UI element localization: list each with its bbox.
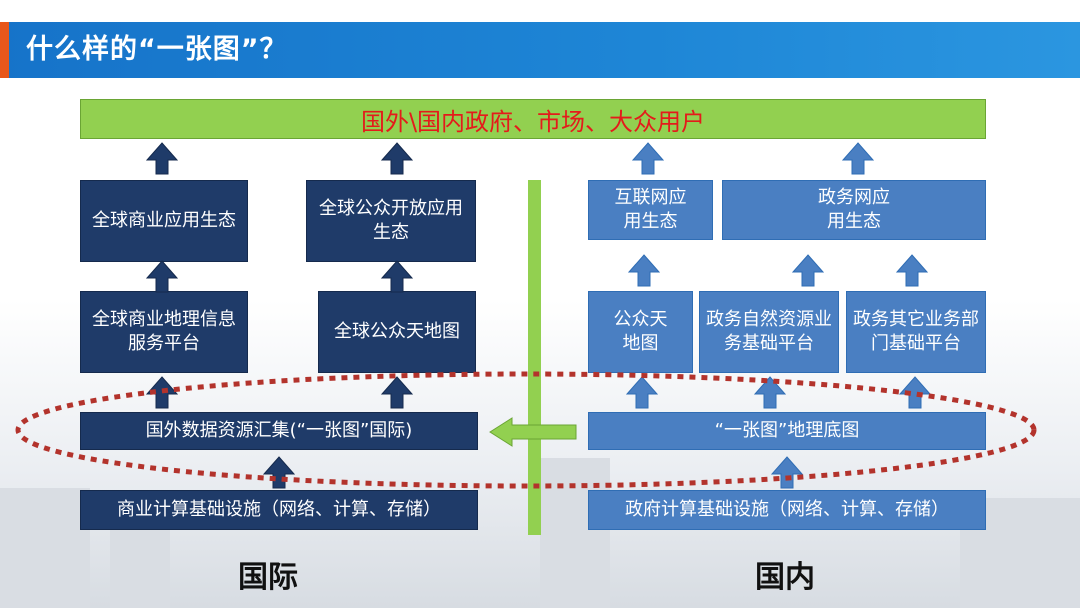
page-title: 什么样的“一张图”？ bbox=[26, 34, 288, 65]
title-accent bbox=[0, 22, 9, 78]
arrow-up-icon bbox=[381, 142, 413, 175]
arrow-up-icon bbox=[771, 456, 803, 489]
global-public-tianditu: 全球公众天地图 bbox=[318, 291, 476, 373]
gov-natural-resources-platform: 政务自然资源业务基础平台 bbox=[699, 291, 839, 373]
arrow-up-icon bbox=[263, 456, 295, 489]
arrow-up-icon bbox=[146, 260, 178, 293]
gov-app-ecosystem: 政务网应用生态 bbox=[722, 180, 986, 240]
dotted-ellipse bbox=[15, 371, 1037, 489]
global-commercial-geo-platform: 全球商业地理信息服务平台 bbox=[80, 291, 248, 373]
basemap-one-map: “一张图”地理底图 bbox=[588, 412, 986, 450]
gov-other-departments-platform: 政务其它业务部门基础平台 bbox=[846, 291, 986, 373]
center-divider bbox=[528, 180, 541, 535]
arrow-up-icon bbox=[632, 142, 664, 175]
global-commercial-app-ecosystem: 全球商业应用生态 bbox=[80, 180, 248, 262]
background-building bbox=[110, 518, 170, 608]
label-international: 国际 bbox=[238, 560, 298, 595]
foreign-data-collection: 国外数据资源汇集(“一张图”国际) bbox=[80, 412, 478, 450]
arrow-up-icon bbox=[842, 142, 874, 175]
label-domestic: 国内 bbox=[755, 560, 815, 595]
global-public-app-ecosystem: 全球公众开放应用生态 bbox=[306, 180, 476, 262]
arrow-up-icon bbox=[792, 254, 824, 287]
arrow-up-icon bbox=[381, 376, 413, 409]
arrow-left-icon bbox=[489, 417, 577, 447]
title-bar bbox=[0, 22, 1080, 78]
arrow-up-icon bbox=[754, 376, 786, 409]
commercial-infrastructure: 商业计算基础设施（网络、计算、存储） bbox=[80, 490, 478, 530]
arrow-up-icon bbox=[146, 142, 178, 175]
arrow-up-icon bbox=[896, 254, 928, 287]
arrow-up-icon bbox=[381, 260, 413, 293]
arrow-up-icon bbox=[628, 254, 660, 287]
arrow-up-icon bbox=[626, 376, 658, 409]
background-building bbox=[0, 488, 90, 608]
public-tianditu: 公众天地图 bbox=[588, 291, 693, 373]
internet-app-ecosystem: 互联网应用生态 bbox=[588, 180, 713, 240]
arrow-up-icon bbox=[899, 376, 931, 409]
top-users-bar: 国外\国内政府、市场、大众用户 bbox=[80, 99, 986, 139]
gov-infrastructure: 政府计算基础设施（网络、计算、存储） bbox=[588, 490, 986, 530]
